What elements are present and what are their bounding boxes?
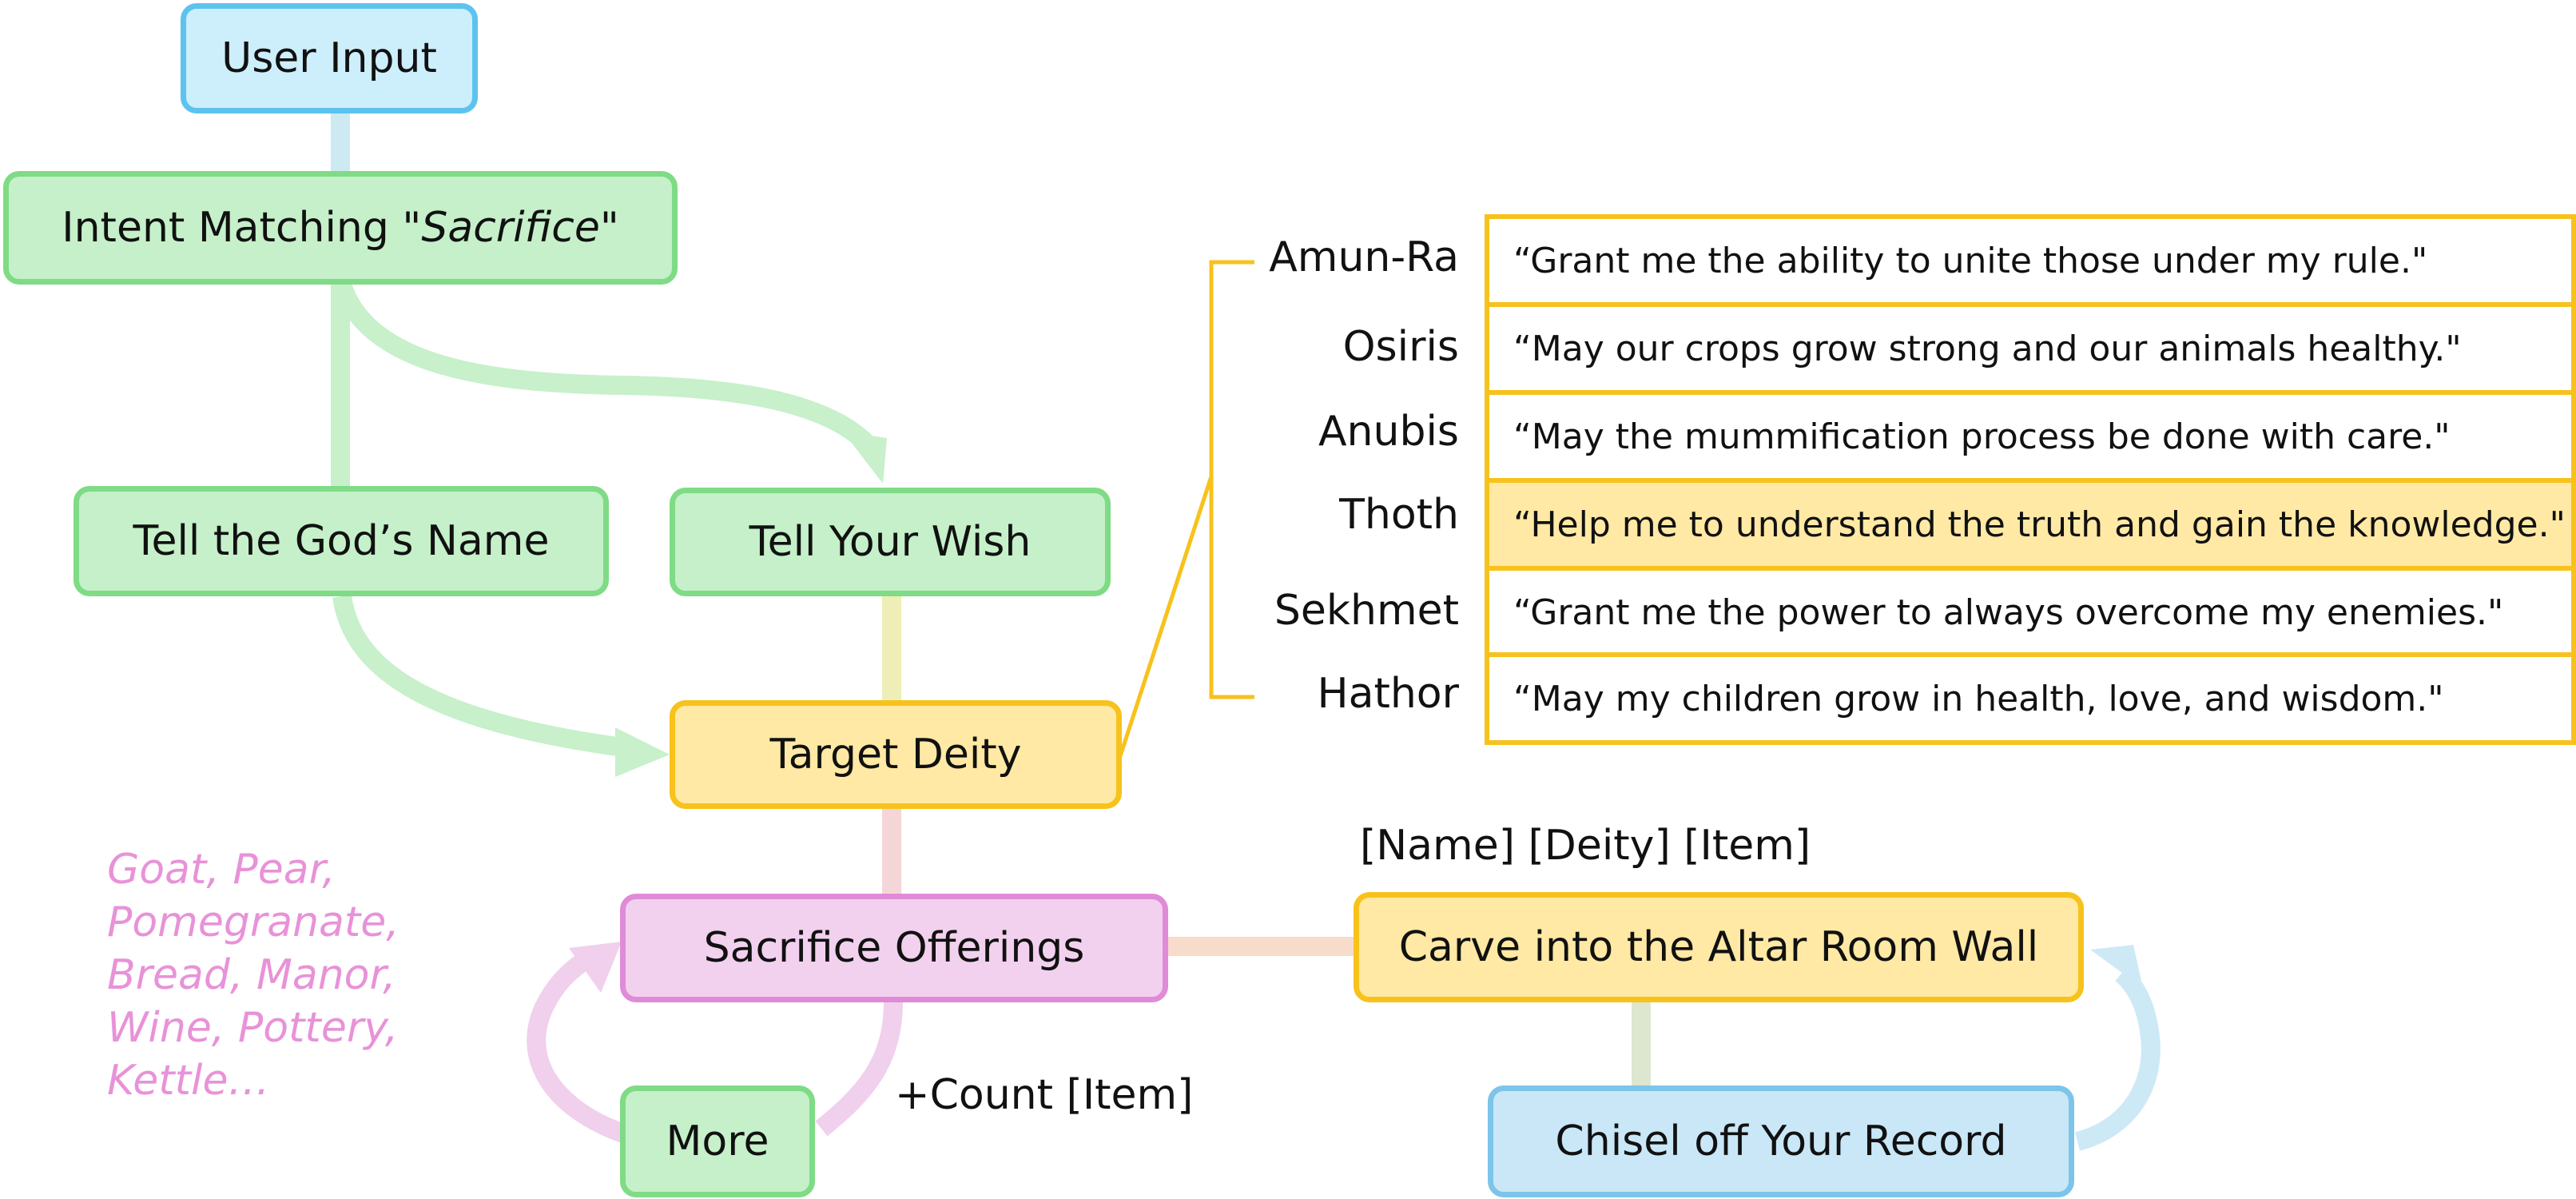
more-label: More <box>666 1117 769 1165</box>
carve-template-label: [Name] [Deity] [Item] <box>1360 822 1811 870</box>
connector-godname-deity <box>332 595 625 757</box>
user-input-node: User Input <box>181 3 478 114</box>
wish-row-osiris: “May our crops grow strong and our anima… <box>1485 302 2576 395</box>
wish-text: “May our crops grow strong and our anima… <box>1513 328 2462 369</box>
offering-item: Wine, Pottery, <box>107 1004 399 1052</box>
deity-name-amun-ra: Amun-Ra <box>1269 233 1459 281</box>
connector-more-offerings <box>527 950 627 1143</box>
user-input-label: User Input <box>221 34 437 82</box>
wish-row-sekhmet: “Grant me the power to always overcome m… <box>1485 566 2576 659</box>
deity-name-osiris: Osiris <box>1342 323 1459 371</box>
chisel-record-label: Chisel off Your Record <box>1555 1117 2007 1165</box>
deity-bracket <box>1209 260 1254 699</box>
sacrifice-offerings-node: Sacrifice Offerings <box>620 894 1168 1002</box>
deity-name-anubis: Anubis <box>1318 408 1459 456</box>
wish-row-thoth: “Help me to understand the truth and gai… <box>1485 478 2576 571</box>
offering-item: Kettle… <box>107 1057 270 1105</box>
wish-text: “Grant me the ability to unite those und… <box>1513 240 2428 281</box>
offering-items-list: Goat, Pear, Pomegranate, Bread, Manor, W… <box>107 843 400 1107</box>
connector-offerings-more <box>815 1002 903 1137</box>
intent-matching-node: Intent Matching "Sacrifice" <box>3 171 678 285</box>
wish-text: “May my children grow in health, love, a… <box>1513 678 2444 719</box>
offering-item: Pomegranate, <box>107 898 400 946</box>
carve-wall-label: Carve into the Altar Room Wall <box>1398 923 2039 971</box>
target-deity-node: Target Deity <box>670 700 1122 809</box>
offering-item: Goat, Pear, <box>107 846 336 894</box>
wish-row-hathor: “May my children grow in health, love, a… <box>1485 652 2576 745</box>
wish-text: “Help me to understand the truth and gai… <box>1513 504 2566 545</box>
tell-your-wish-label: Tell Your Wish <box>749 518 1032 566</box>
count-item-label: +Count [Item] <box>895 1071 1194 1119</box>
intent-keyword: Sacrifice <box>421 204 600 252</box>
intent-matching-label: Intent Matching "Sacrifice" <box>62 204 619 252</box>
sacrifice-offerings-label: Sacrifice Offerings <box>703 924 1085 972</box>
target-deity-label: Target Deity <box>769 731 1022 779</box>
arrowhead-to-wish <box>843 432 887 484</box>
arrowhead-to-deity <box>615 727 670 777</box>
tell-gods-name-label: Tell the God’s Name <box>133 517 550 565</box>
wish-text: “Grant me the power to always overcome m… <box>1513 592 2504 633</box>
connector-chisel-carve <box>2074 966 2161 1151</box>
arrowhead-to-carve <box>2090 945 2143 988</box>
connector-intent-wish <box>332 281 874 451</box>
tell-gods-name-node: Tell the God’s Name <box>74 486 609 596</box>
tell-your-wish-node: Tell Your Wish <box>670 488 1111 596</box>
deity-bracket-connector <box>1118 476 1214 757</box>
wish-row-amun-ra: “Grant me the ability to unite those und… <box>1485 214 2576 307</box>
offering-item: Bread, Manor, <box>107 951 396 999</box>
chisel-record-node: Chisel off Your Record <box>1488 1085 2074 1197</box>
more-node: More <box>620 1085 815 1197</box>
wish-row-anubis: “May the mummification process be done w… <box>1485 390 2576 483</box>
deity-name-sekhmet: Sekhmet <box>1274 587 1459 635</box>
deity-name-hathor: Hathor <box>1317 670 1459 718</box>
wish-text: “May the mummification process be done w… <box>1513 416 2451 457</box>
carve-wall-node: Carve into the Altar Room Wall <box>1354 892 2084 1002</box>
deity-name-thoth: Thoth <box>1339 491 1459 539</box>
arrowhead-to-offerings <box>569 942 622 993</box>
